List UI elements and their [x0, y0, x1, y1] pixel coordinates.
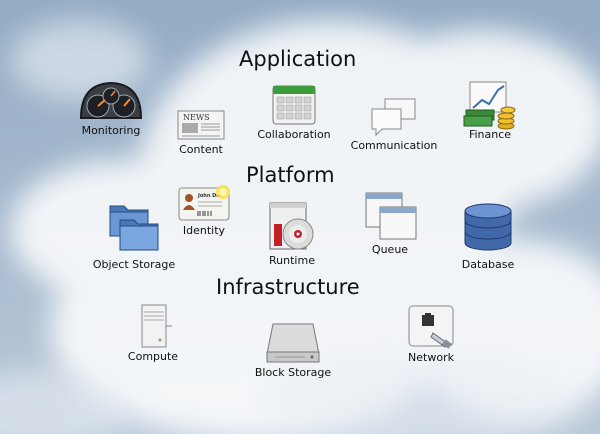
service-network[interactable]: Network: [371, 303, 491, 364]
service-finance[interactable]: Finance: [430, 80, 550, 141]
service-block-storage[interactable]: Block Storage: [233, 320, 353, 379]
finance-chart-money-icon: [462, 80, 518, 132]
service-label: Content: [141, 143, 261, 156]
chat-bubbles-icon: [369, 97, 419, 137]
service-label: Network: [371, 351, 491, 364]
network-port-icon: [403, 303, 459, 353]
layer-title-application: Application: [239, 47, 356, 71]
stacked-windows-icon: [362, 191, 418, 241]
calendar-icon: [270, 80, 318, 126]
service-label: Object Storage: [74, 258, 194, 271]
newspaper-masthead: NEWS: [183, 113, 210, 122]
hard-drive-icon: [265, 320, 321, 364]
software-box-disc-icon: [262, 200, 322, 252]
gauge-icon: [78, 80, 144, 122]
service-compute[interactable]: Compute: [93, 302, 213, 363]
service-label: Block Storage: [233, 366, 353, 379]
database-icon: [462, 202, 514, 252]
server-tower-icon: [130, 302, 176, 350]
service-label: Finance: [430, 128, 550, 141]
layer-title-infrastructure: Infrastructure: [216, 275, 360, 299]
service-label: Database: [428, 258, 548, 271]
newspaper-icon: NEWS: [176, 109, 226, 141]
service-database[interactable]: Database: [428, 202, 548, 271]
service-label: Compute: [93, 350, 213, 363]
